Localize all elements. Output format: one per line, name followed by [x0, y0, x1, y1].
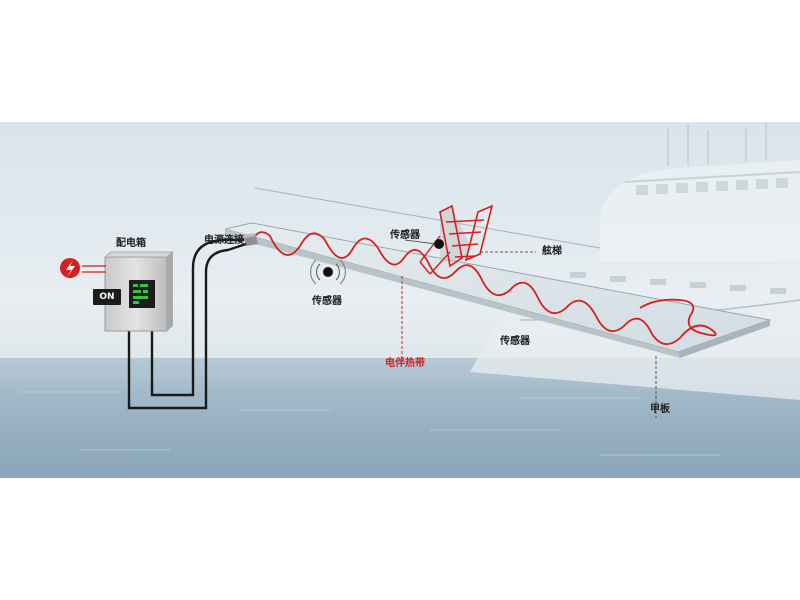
distribution-box-label: 配电箱 [116, 238, 146, 249]
power-cable-inner [150, 238, 244, 397]
on-switch[interactable]: ON [93, 289, 121, 305]
heating-cable-label: 电伴热带 [385, 358, 425, 369]
power-cable [127, 242, 247, 410]
sensor-icon-left [310, 259, 346, 285]
power-connection-box [242, 233, 258, 246]
box-feed-lines [82, 265, 106, 273]
sensor-top-leader [404, 239, 437, 245]
heating-cable-line [249, 231, 717, 345]
deck-label: 甲板 [650, 404, 670, 415]
sensor-label-right: 传感器 [500, 336, 530, 347]
power-connection-label: 电源连接 [204, 235, 244, 246]
sensor-label-top: 传感器 [390, 230, 420, 241]
sea-ripples [20, 391, 720, 456]
sensor-label-left: 传感器 [312, 296, 342, 307]
sensor-icon-top [434, 239, 444, 249]
gangway-label: 舷梯 [542, 246, 562, 257]
lightning-bolt-icon [60, 258, 80, 278]
